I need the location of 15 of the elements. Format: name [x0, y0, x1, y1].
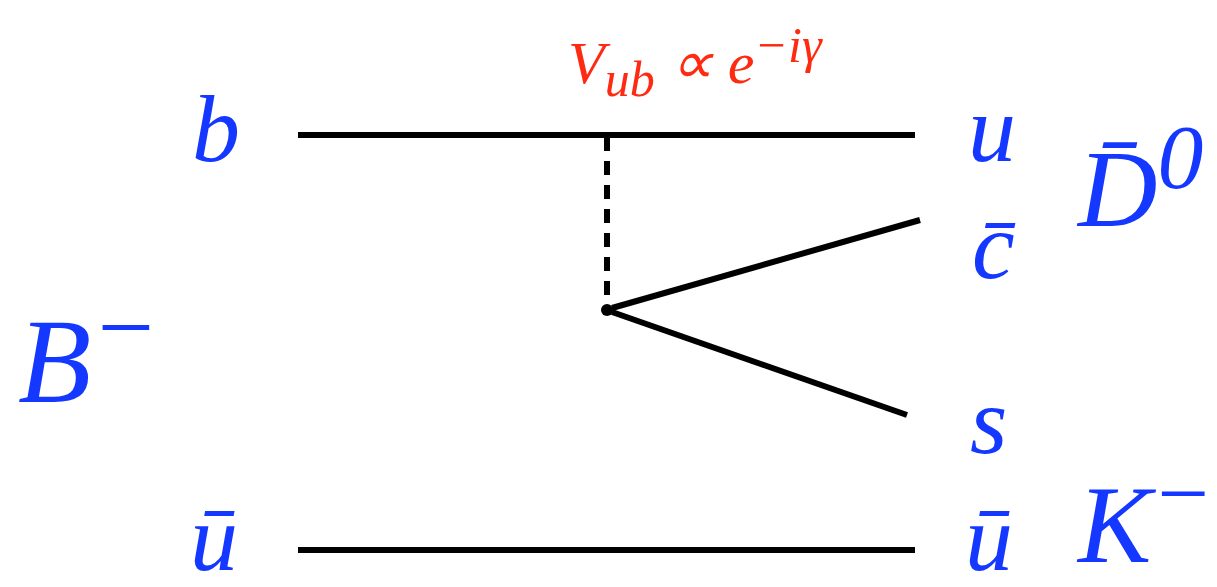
particle-label: u [968, 81, 1016, 177]
quark-line [611, 217, 921, 311]
quark-line [298, 547, 915, 553]
hadron-label: D̄$^{0}$ [1078, 112, 1204, 244]
particle-label: ū [190, 490, 238, 586]
hadron-label: K$^{−}$ [1078, 448, 1214, 580]
quark-line [611, 309, 908, 418]
hadron-label: B$^{−}$ [18, 278, 159, 422]
particle-label: c̄ [972, 198, 1015, 294]
quark-line [298, 132, 915, 138]
particle-label: s [970, 373, 1008, 469]
coupling-label: V$_{ub}$ ∝ e$^{−iγ}$ [568, 20, 822, 104]
vertex-point [601, 304, 613, 316]
particle-label: b [192, 81, 240, 177]
particle-label: ū [965, 490, 1013, 586]
